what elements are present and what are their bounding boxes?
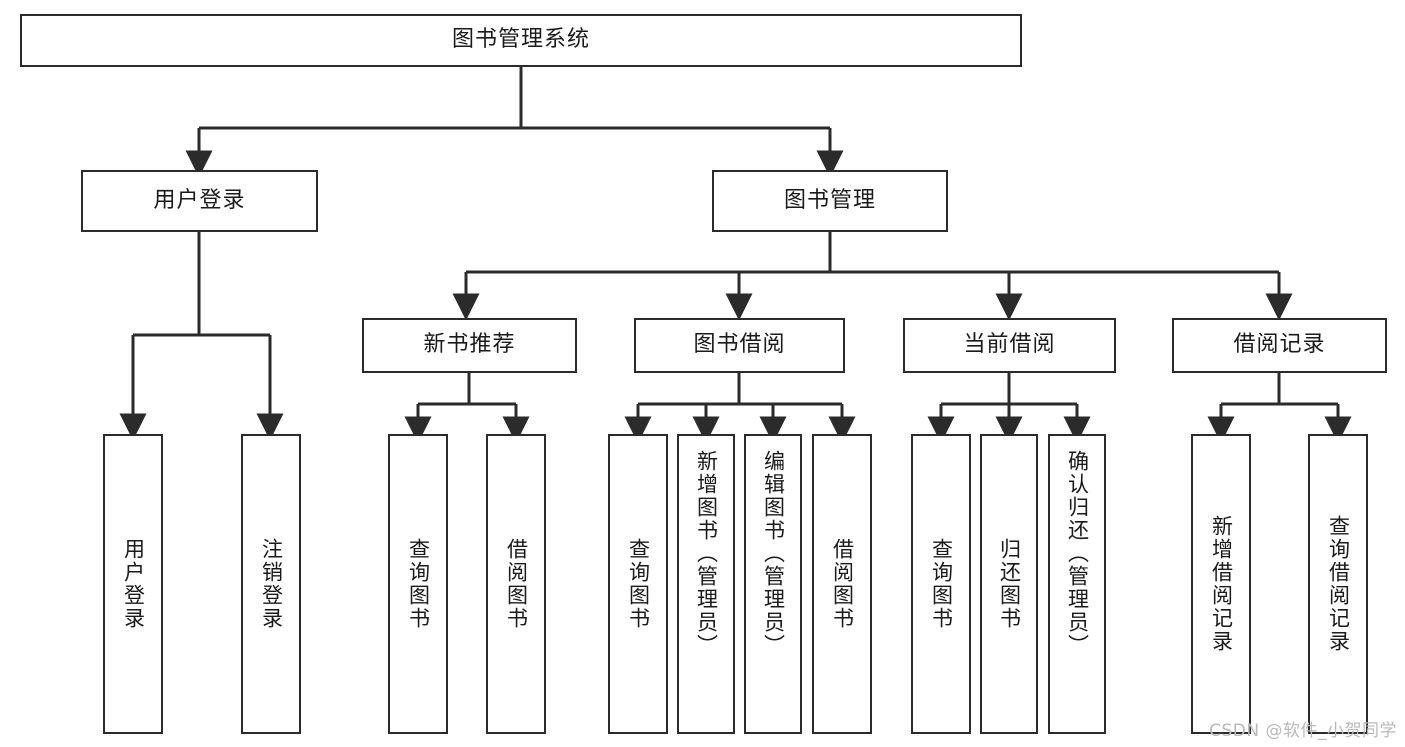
leaf-label: 用户登录 [121, 538, 146, 630]
leaf-label: 借阅图书 [504, 538, 529, 630]
node-borrow-record[interactable]: 借阅记录 [1172, 318, 1387, 373]
leaf-borrow-record-add[interactable]: 新增借阅记录 [1191, 434, 1251, 734]
leaf-current-borrow-confirm-return[interactable]: 确认归还（管理员） [1048, 434, 1106, 734]
leaf-label: 注销登录 [259, 538, 284, 630]
node-book-management[interactable]: 图书管理 [712, 170, 948, 232]
watermark: CSDN @软件_小贺同学 [1209, 721, 1397, 741]
leaf-label: 新增图书（管理员） [694, 450, 719, 657]
leaf-book-borrow-edit[interactable]: 编辑图书（管理员） [744, 434, 802, 734]
leaf-label: 新增借阅记录 [1209, 515, 1234, 653]
leaf-book-borrow-query[interactable]: 查询图书 [608, 434, 668, 734]
leaf-new-book-query[interactable]: 查询图书 [388, 434, 448, 734]
node-user-login-label: 用户登录 [153, 187, 246, 213]
node-borrow-record-label: 借阅记录 [1233, 332, 1326, 358]
leaf-label: 查询图书 [406, 538, 431, 630]
leaf-label: 借阅图书 [830, 538, 855, 630]
leaf-current-borrow-query[interactable]: 查询图书 [911, 434, 971, 734]
node-root[interactable]: 图书管理系统 [20, 14, 1022, 67]
leaf-label: 确认归还（管理员） [1065, 450, 1090, 657]
leaf-book-borrow-add[interactable]: 新增图书（管理员） [677, 434, 735, 734]
leaf-label: 查询图书 [626, 538, 651, 630]
leaf-label: 查询图书 [929, 538, 954, 630]
leaf-book-borrow-borrow[interactable]: 借阅图书 [812, 434, 872, 734]
node-root-label: 图书管理系统 [451, 27, 590, 53]
leaf-current-borrow-return[interactable]: 归还图书 [980, 434, 1038, 734]
node-book-borrow-label: 图书借阅 [693, 332, 786, 358]
node-new-book-recommend[interactable]: 新书推荐 [362, 318, 577, 373]
node-current-borrow[interactable]: 当前借阅 [903, 318, 1116, 373]
node-current-borrow-label: 当前借阅 [963, 332, 1056, 358]
leaf-label: 归还图书 [997, 538, 1022, 630]
node-book-management-label: 图书管理 [783, 187, 876, 213]
leaf-user-login-signout[interactable]: 注销登录 [241, 434, 301, 734]
node-new-book-recommend-label: 新书推荐 [423, 332, 516, 358]
leaf-label: 编辑图书（管理员） [761, 450, 786, 657]
leaf-borrow-record-query[interactable]: 查询借阅记录 [1308, 434, 1368, 734]
leaf-user-login-signin[interactable]: 用户登录 [103, 434, 163, 734]
leaf-new-book-borrow[interactable]: 借阅图书 [486, 434, 546, 734]
node-book-borrow[interactable]: 图书借阅 [634, 318, 845, 373]
node-user-login[interactable]: 用户登录 [81, 170, 318, 232]
leaf-label: 查询借阅记录 [1326, 515, 1351, 653]
